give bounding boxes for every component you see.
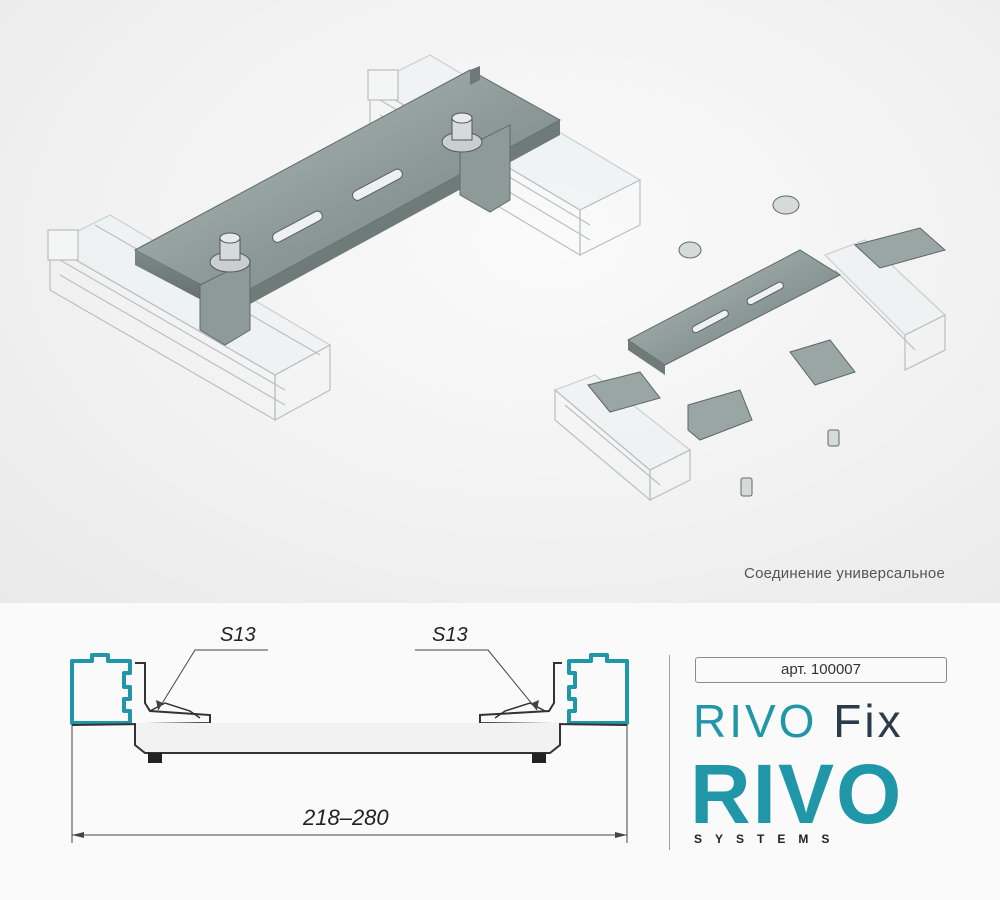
exploded-plate [627, 249, 842, 375]
base-plate [134, 723, 561, 754]
left-rail-profile [70, 653, 132, 725]
cross-section-drawing: S13 S13 218–280 [70, 624, 629, 843]
brand-subtitle: SYSTEMS [694, 832, 843, 846]
bolt-head-right [532, 753, 546, 763]
article-number: арт. 100007 [695, 657, 947, 683]
dimension-label: 218–280 [302, 805, 389, 830]
product-name-variant: Fix [833, 695, 904, 747]
left-rail [47, 214, 332, 422]
right-rail-profile [567, 653, 629, 725]
technical-drawing-panel: S13 S13 218–280 [0, 603, 1000, 900]
product-render-illustration [47, 54, 947, 502]
callout-label-left: S13 [220, 624, 256, 646]
callout-leader-left [157, 649, 268, 711]
callout-label-right: S13 [432, 624, 468, 646]
exploded-bolts [740, 429, 840, 497]
product-name: RIVO Fix [693, 696, 904, 746]
connector-plate [133, 66, 562, 346]
brand-logo: RIVO [690, 747, 904, 841]
exploded-rail-right [823, 239, 947, 371]
callout-leader-right [415, 649, 538, 711]
product-render-panel: Соединение универсальное [0, 0, 1000, 603]
exploded-rail-left [553, 374, 692, 502]
product-caption: Соединение универсальное [744, 565, 945, 582]
product-name-main: RIVO [693, 695, 818, 747]
exploded-nuts [678, 195, 800, 259]
bolt-left [209, 232, 251, 273]
divider [669, 655, 670, 850]
bolt-right [441, 112, 483, 153]
exploded-clips [587, 227, 947, 441]
bolt-head-left [148, 753, 162, 763]
